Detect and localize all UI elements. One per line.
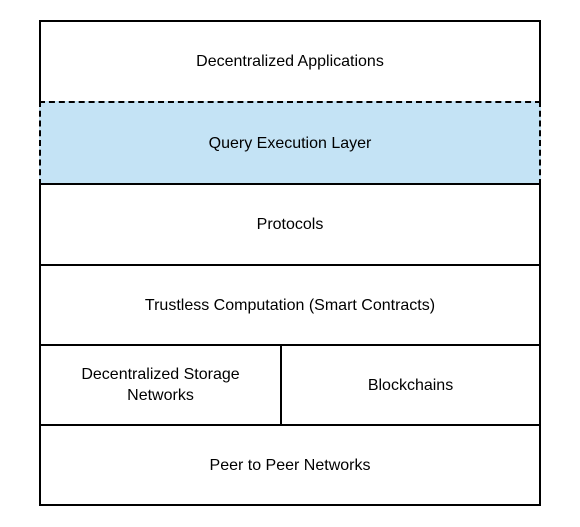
query-execution-layer: Query Execution Layer [39, 101, 541, 185]
query-execution-layer-label: Query Execution Layer [208, 134, 372, 152]
decentralized-storage-label-line2: Networks [127, 387, 194, 404]
decentralized-storage-layer: Decentralized Storage Networks [39, 344, 282, 426]
decentralized-applications-label: Decentralized Applications [196, 53, 384, 70]
decentralized-storage-label: Decentralized Storage Networks [69, 364, 251, 406]
trustless-computation-label: Trustless Computation (Smart Contracts) [144, 296, 436, 314]
blockchains-layer: Blockchains [280, 344, 541, 426]
decentralized-applications-layer: Decentralized Applications [39, 20, 541, 103]
trustless-computation-layer: Trustless Computation (Smart Contracts) [39, 264, 541, 346]
protocols-label: Protocols [256, 216, 324, 233]
peer-to-peer-label: Peer to Peer Networks [209, 456, 371, 474]
protocols-layer: Protocols [39, 183, 541, 266]
blockchains-label: Blockchains [367, 376, 454, 394]
decentralized-storage-label-line1: Decentralized Storage [81, 366, 240, 383]
peer-to-peer-layer: Peer to Peer Networks [39, 424, 541, 506]
